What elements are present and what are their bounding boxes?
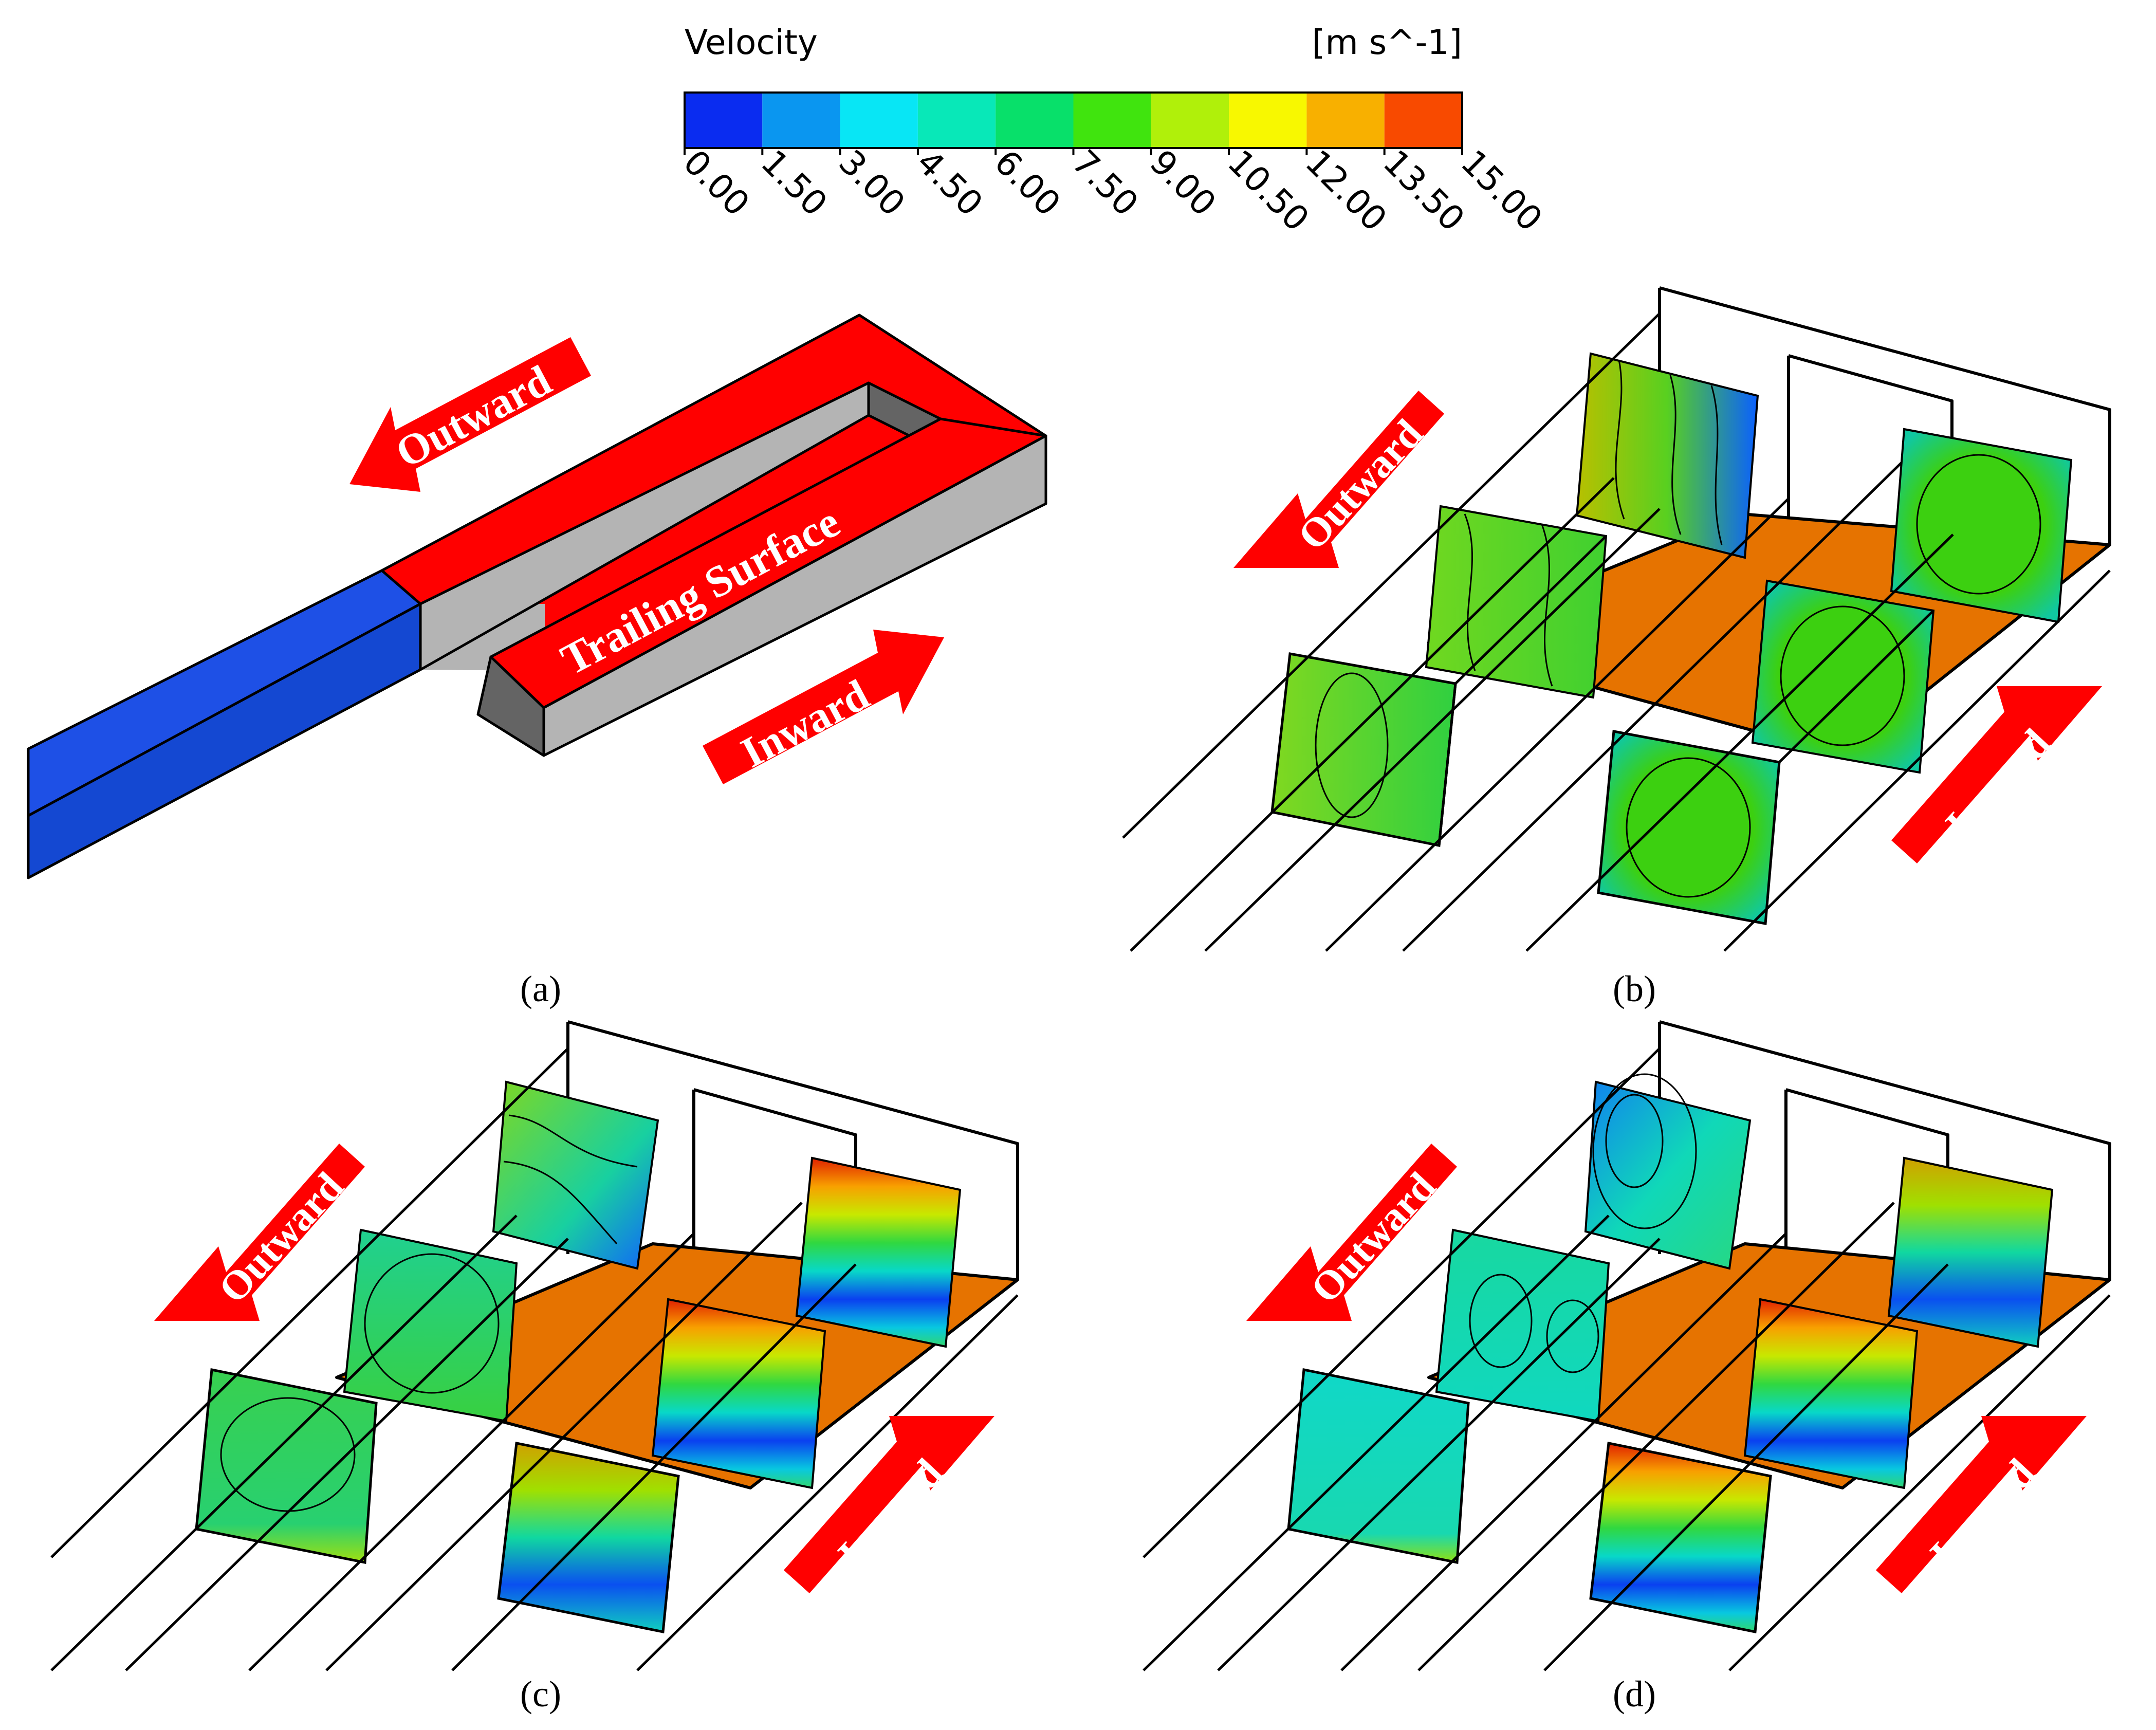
legend-color-swatch	[1151, 93, 1229, 148]
legend-tick-label: 1.50	[753, 142, 835, 224]
legend-color-swatch	[1306, 93, 1385, 148]
outward-label: Outward	[210, 1164, 353, 1312]
legend-unit: [m s^-1]	[1312, 23, 1462, 62]
panel-b-outward-arrow: Outward	[1233, 391, 1444, 568]
legend-tick-label: 4.50	[909, 142, 990, 224]
panel-c-section-outward-front	[195, 1368, 378, 1565]
caption-c: (c)	[520, 1673, 561, 1715]
panel-b-section-inward-front	[1597, 730, 1781, 925]
legend-color-swatch	[840, 93, 918, 148]
legend-tick-label: 3.00	[831, 142, 912, 224]
legend-color-swatch	[996, 93, 1074, 148]
legend-tick-label: 13.50	[1375, 142, 1472, 239]
panel-b-section-outward-front	[1270, 652, 1457, 847]
panel-a-outward-arrow: Outward	[349, 337, 591, 492]
legend-tick-labels: 0.001.503.004.506.007.509.0010.5012.0013…	[676, 142, 1550, 239]
legend-tick-label: 15.00	[1453, 142, 1550, 239]
panel-b-section-inward-back	[1890, 428, 2073, 623]
outward-label: Outward	[1302, 1164, 1445, 1312]
panel-c: Outward Inward	[50, 1020, 1019, 1671]
caption-d: (d)	[1613, 1673, 1656, 1715]
legend-color-swatch	[1384, 93, 1462, 148]
legend-color-swatch	[917, 93, 996, 148]
inward-label: Inward	[733, 671, 877, 777]
legend-tick-label: 10.50	[1220, 142, 1317, 239]
panel-d-section-inward-back	[1887, 1156, 2054, 1348]
panel-c-section-inward-back	[795, 1156, 962, 1348]
legend-tick-label: 7.50	[1064, 142, 1146, 224]
panel-a-geometry: Trailing Surface	[27, 314, 1047, 879]
panel-d-section-outward-front	[1287, 1368, 1470, 1565]
panel-c-outward-arrow: Outward	[154, 1144, 365, 1321]
caption-b: (b)	[1613, 968, 1656, 1009]
legend-color-swatch	[1229, 93, 1307, 148]
legend-color-swatch	[762, 93, 840, 148]
legend-color-swatch	[1073, 93, 1151, 148]
panel-b-section-inward-mid	[1751, 579, 1935, 774]
legend-color-swatch	[685, 93, 763, 148]
panel-d-section-outward-mid	[1435, 1228, 1610, 1423]
outward-label: Outward	[1289, 411, 1432, 559]
legend-tick-label: 6.00	[987, 142, 1068, 224]
panel-d-section-outward-back	[1584, 1073, 1752, 1270]
legend-title: Velocity	[685, 23, 818, 62]
outward-label: Outward	[388, 356, 559, 477]
panel-c-section-inward-mid	[651, 1298, 826, 1489]
panel-c-section-inward-front	[497, 1442, 680, 1634]
panel-d: Outward Inward	[1143, 1020, 2111, 1671]
legend-colorbar	[684, 91, 1463, 149]
legend-tick-label: 9.00	[1142, 142, 1223, 224]
panel-c-section-outward-back	[492, 1080, 659, 1270]
legend-tick-label: 12.00	[1298, 142, 1394, 239]
legend-tick-label: 0.00	[676, 142, 757, 224]
panel-b-section-outward-back	[1575, 352, 1759, 559]
velocity-legend: Velocity [m s^-1] 0.001.503.004.506.007.…	[676, 23, 1550, 239]
panel-d-outward-arrow: Outward	[1246, 1144, 1457, 1321]
caption-a: (a)	[520, 968, 561, 1009]
panel-d-section-inward-mid	[1743, 1298, 1919, 1489]
panel-b: Outward Inward	[1122, 286, 2111, 952]
panel-d-section-inward-front	[1589, 1442, 1772, 1634]
panel-b-section-outward-mid	[1425, 505, 1608, 699]
panel-c-section-outward-mid	[343, 1228, 518, 1423]
